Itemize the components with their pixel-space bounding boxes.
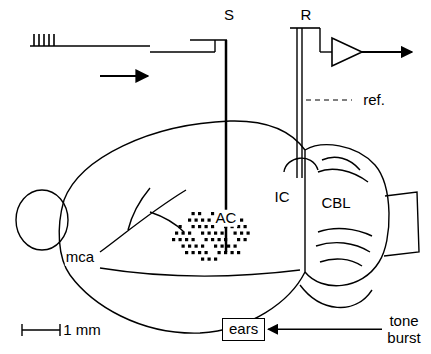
cortex-dot xyxy=(214,245,217,248)
reference-line xyxy=(306,99,352,100)
brainstem-outline xyxy=(384,192,419,256)
cortex-dot xyxy=(234,232,237,235)
node-text: ears xyxy=(229,320,258,337)
cortex-dot xyxy=(195,219,198,222)
recording-electrode xyxy=(301,28,302,178)
cortex-dot xyxy=(240,219,243,222)
cortex-dot xyxy=(182,245,185,248)
cortex-dot xyxy=(188,245,191,248)
cortex-dot xyxy=(192,251,195,254)
amplifier-lead xyxy=(319,28,320,52)
cortex-dot xyxy=(192,238,195,241)
auditory-cortex-region xyxy=(172,212,250,261)
sound-arrow xyxy=(268,328,382,330)
electrode-label: R xyxy=(300,7,313,24)
cortex-dot xyxy=(214,232,217,235)
cortex-dot xyxy=(208,232,211,235)
cortex-dot xyxy=(221,245,224,248)
cortex-dot xyxy=(198,212,201,215)
cortex-dot xyxy=(247,232,250,235)
cortex-dot xyxy=(201,258,204,261)
cortex-dot xyxy=(231,251,234,254)
cortex-dot xyxy=(237,238,240,241)
scale-label: 1 mm xyxy=(62,322,102,339)
cortex-dot xyxy=(179,238,182,241)
structure-label: CBL xyxy=(320,195,351,212)
cortex-dot xyxy=(192,225,195,228)
cortex-dot xyxy=(205,238,208,241)
amplifier-lead xyxy=(320,51,332,52)
cortex-dot xyxy=(227,245,230,248)
cortex-dot xyxy=(208,219,211,222)
structure-label: AC xyxy=(215,210,238,227)
pulse-train-symbol xyxy=(34,34,54,46)
cortex-dot xyxy=(221,232,224,235)
stimulus-lead xyxy=(150,51,215,52)
rhinal-fissure xyxy=(100,268,300,276)
stimulus-lead xyxy=(30,45,150,46)
colliculus-outline xyxy=(284,158,318,172)
cortex-dot xyxy=(244,225,247,228)
electrode-holder xyxy=(290,27,320,29)
cortex-dot xyxy=(234,245,237,248)
cortex-dot xyxy=(185,238,188,241)
cortex-dot xyxy=(201,245,204,248)
output-arrow xyxy=(362,51,412,53)
cortex-dot xyxy=(201,232,204,235)
cortex-dot xyxy=(188,219,191,222)
cortex-dot xyxy=(182,232,185,235)
cerebellum-folds xyxy=(318,157,368,182)
cortex-dot xyxy=(237,251,240,254)
cortex-dot xyxy=(201,219,204,222)
pons-outline xyxy=(300,285,372,308)
cortex-dot xyxy=(218,251,221,254)
cerebrum-outline xyxy=(59,121,305,333)
amplifier-symbol xyxy=(332,38,362,66)
scale-bar xyxy=(22,324,60,336)
electrode-label: S xyxy=(223,7,235,24)
cortex-dot xyxy=(188,232,191,235)
structure-label: IC xyxy=(274,189,291,206)
cortex-dot xyxy=(218,238,221,241)
cortex-dot xyxy=(208,258,211,261)
electrode-holder xyxy=(190,39,227,41)
cerebellum-outline xyxy=(305,145,389,286)
cortex-dot xyxy=(198,251,201,254)
cortex-dot xyxy=(192,212,195,215)
cortex-dot xyxy=(172,238,175,241)
cortex-dot xyxy=(179,225,182,228)
cortex-dot xyxy=(211,238,214,241)
cortex-dot xyxy=(214,258,217,261)
structure-label: mca xyxy=(65,249,95,266)
stimulus-arrow xyxy=(100,75,148,77)
cortex-dot xyxy=(240,232,243,235)
cortex-dot xyxy=(244,238,247,241)
cortex-dot xyxy=(198,225,201,228)
cortex-dot xyxy=(205,225,208,228)
stimulus-lead xyxy=(214,40,215,52)
cortex-dot xyxy=(185,251,188,254)
middle-cerebral-artery xyxy=(100,188,186,252)
reference-label: ref. xyxy=(362,92,386,109)
cortex-dot xyxy=(205,251,208,254)
recording-electrode xyxy=(296,28,297,178)
stimulus-label: tone burst xyxy=(383,313,425,346)
cerebellum-folds xyxy=(316,229,372,266)
ears-box: ears xyxy=(222,318,265,341)
cortex-dot xyxy=(175,232,178,235)
cortex-dot xyxy=(237,225,240,228)
cortex-dot xyxy=(195,245,198,248)
